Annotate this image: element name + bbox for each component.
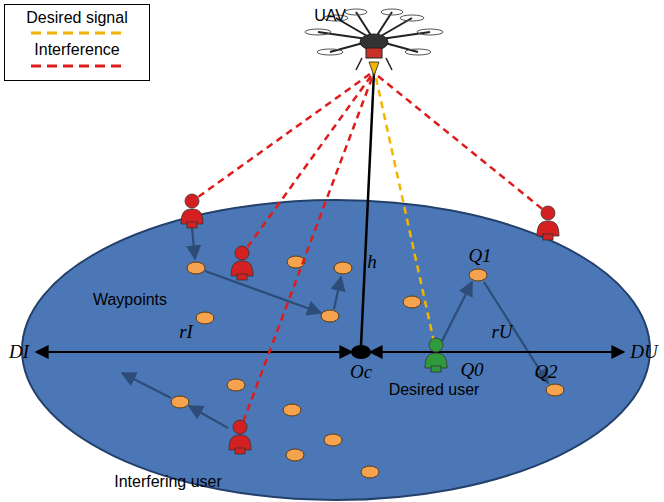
legend-box: Desired signalInterference xyxy=(4,4,150,81)
interference-lines xyxy=(194,74,546,425)
center-point xyxy=(351,345,371,359)
legend-line-sample xyxy=(27,62,127,70)
waypoints xyxy=(171,256,564,478)
legend-text: Desired signal xyxy=(5,9,149,27)
text-label: Interfering user xyxy=(114,473,222,491)
math-label: Q1 xyxy=(468,246,491,267)
legend-line-sample xyxy=(27,29,127,37)
math-label: Q2 xyxy=(534,362,557,383)
math-label: Oc xyxy=(350,362,372,383)
radius-arrows xyxy=(36,351,624,353)
legend-entry: Desired signal xyxy=(5,9,149,37)
text-label: UAV xyxy=(314,7,346,25)
math-label: rI xyxy=(179,322,193,343)
math-label: h xyxy=(367,252,377,273)
legend-entry: Interference xyxy=(5,41,149,69)
altitude-line xyxy=(361,72,374,346)
math-label: Q0 xyxy=(460,360,483,381)
area-disc xyxy=(22,200,650,500)
text-label: Desired user xyxy=(389,381,480,399)
math-label: rU xyxy=(491,322,512,343)
users xyxy=(181,194,559,454)
math-label: DU xyxy=(630,342,657,363)
legend-text: Interference xyxy=(5,41,149,59)
mobility-arrows xyxy=(122,228,548,428)
math-label: DI xyxy=(9,342,29,363)
desired-signal-line xyxy=(376,78,434,342)
text-label: Waypoints xyxy=(93,291,167,309)
